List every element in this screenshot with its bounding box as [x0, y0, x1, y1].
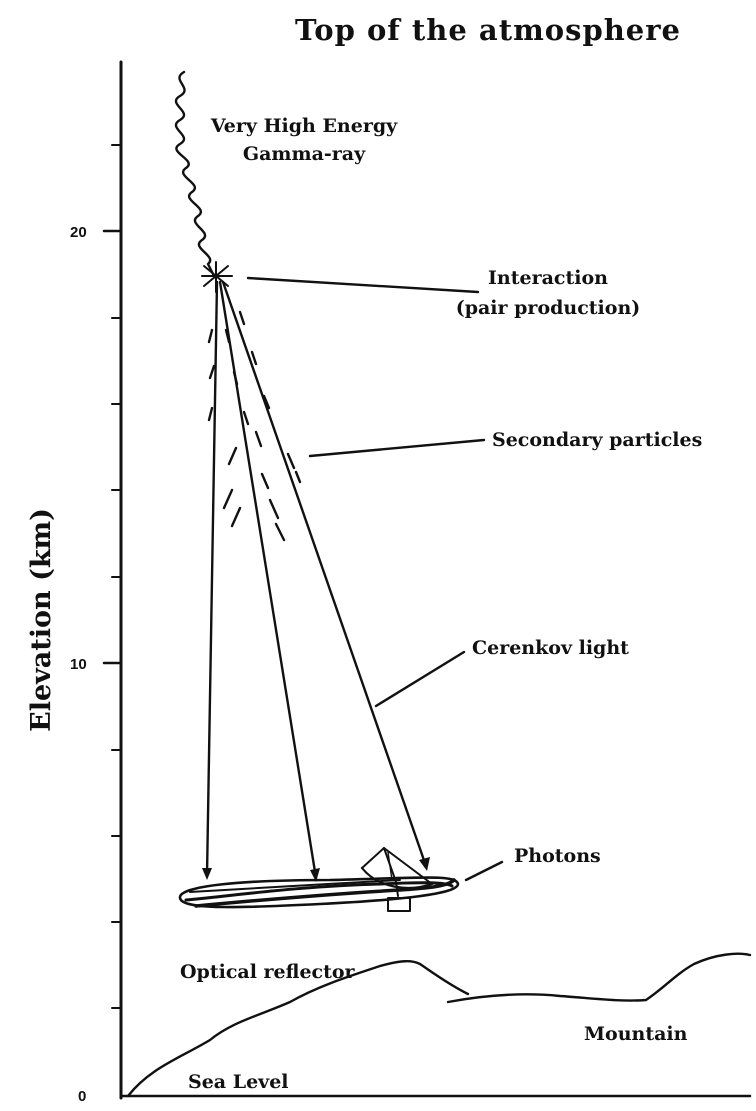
- reflector-dish: [360, 866, 434, 889]
- tick-label-0: 0: [78, 1088, 86, 1105]
- interaction-label-line1: Interaction: [488, 267, 608, 289]
- cerenkov-light-label: Cerenkov light: [472, 637, 629, 659]
- photons-leader: [464, 860, 504, 882]
- photon-arrowheads: [202, 857, 430, 882]
- photons-label: Photons: [514, 845, 601, 867]
- gamma-ray-label-line2: Gamma-ray: [243, 143, 366, 165]
- cone-line-left: [205, 280, 219, 877]
- elevation-axis: 20 10 0 Elevation (km): [26, 60, 752, 1105]
- secondary-particles-label: Secondary particles: [492, 429, 702, 451]
- reflector-base: [387, 897, 411, 912]
- optical-reflector-label: Optical reflector: [180, 961, 356, 983]
- secondary-leader: [308, 438, 486, 458]
- tick-label-10: 10: [70, 656, 87, 673]
- cone-line-right: [221, 280, 428, 868]
- axis-label: Elevation (km): [26, 508, 57, 732]
- optical-reflector: [360, 847, 434, 912]
- cerenkov-cone: [205, 280, 428, 880]
- interaction-label-line2: (pair production): [456, 297, 641, 319]
- diagram-title: Top of the atmosphere: [295, 13, 681, 47]
- tick-label-20: 20: [70, 224, 87, 241]
- mountain-label: Mountain: [584, 1023, 688, 1045]
- photon-pool: [178, 876, 460, 909]
- secondary-particle-tracks: [207, 310, 302, 542]
- gamma-ray-wave: [174, 70, 216, 278]
- mountain-outline: [126, 952, 752, 1098]
- interaction-leader: [246, 276, 480, 294]
- leader-lines: [246, 276, 504, 882]
- sea-level-label: Sea Level: [188, 1071, 289, 1093]
- cerenkov-leader: [374, 650, 466, 708]
- gamma-ray-label-line1: Very High Energy: [210, 115, 398, 137]
